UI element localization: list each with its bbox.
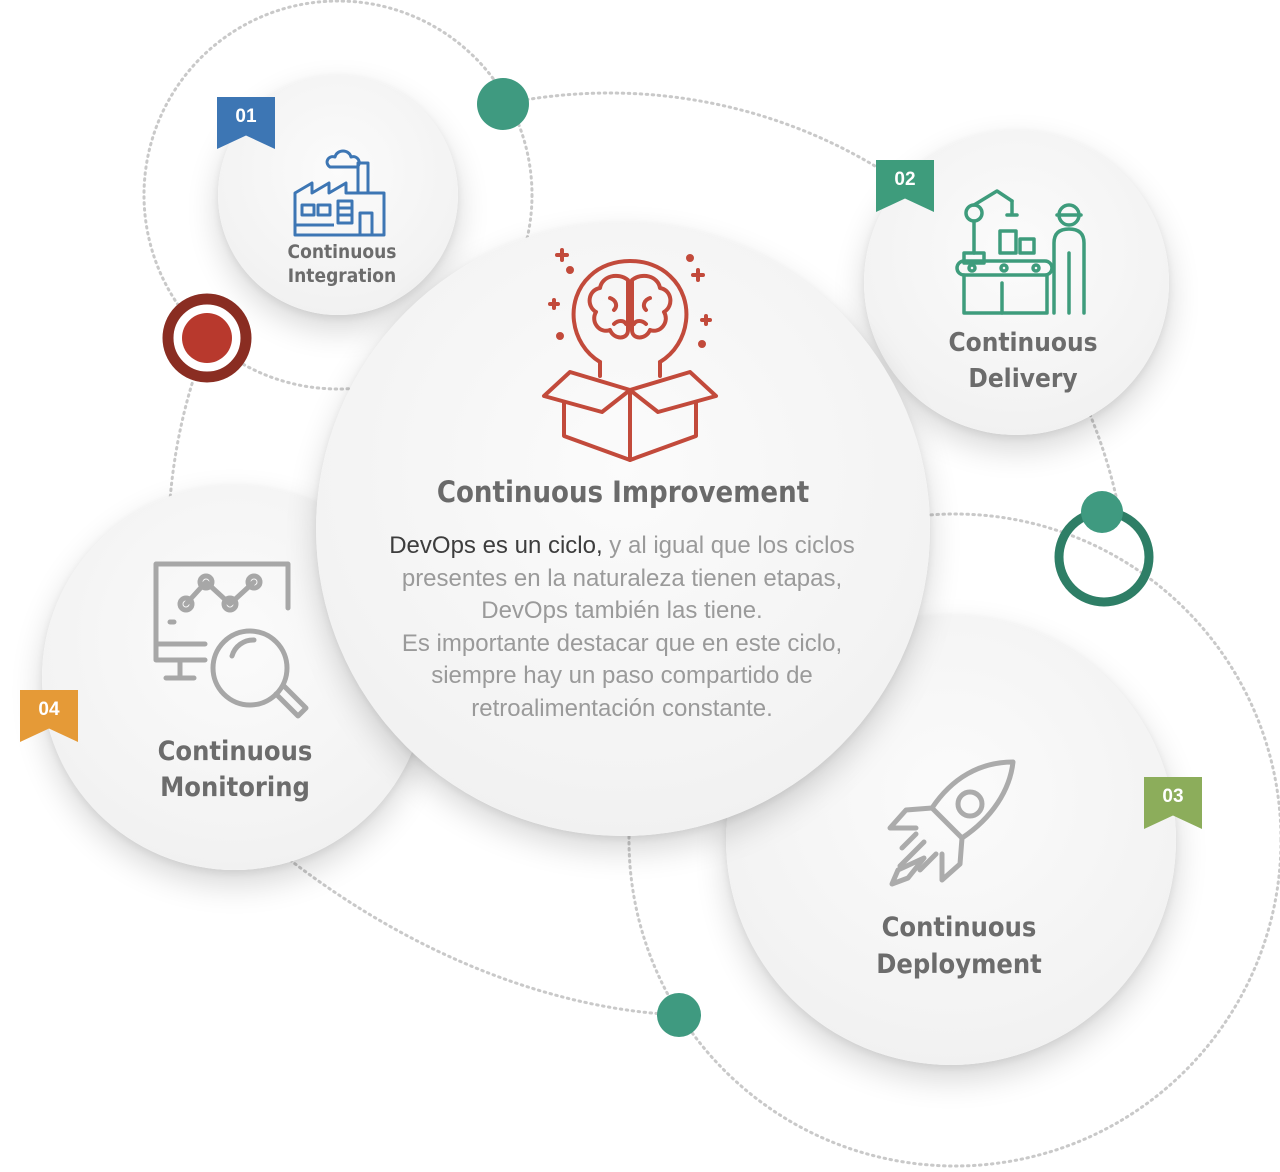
center-body-text: y al igual que los ciclos presentes en l… xyxy=(401,532,855,624)
red-dot xyxy=(182,313,232,363)
improvement-circle xyxy=(316,222,930,836)
rocket-icon xyxy=(887,759,1016,887)
center-title: Continuous Improvement xyxy=(436,475,810,509)
center-description: DevOps es un ciclo, y al igual que los c… xyxy=(380,530,864,725)
teal-dot-bottom xyxy=(657,993,701,1037)
teal-dot-top xyxy=(477,78,529,130)
factory-icon xyxy=(293,149,386,237)
stage-label-deployment: Continuous Deployment xyxy=(876,912,1042,980)
teal-ring-dot xyxy=(1081,491,1123,533)
orbit-integration xyxy=(142,0,534,391)
center-body-text-2: Es importante destacar que en este ciclo… xyxy=(401,629,843,722)
brain-bulb-box-icon xyxy=(542,248,718,462)
stage-label-monitoring: Continuous Monitoring xyxy=(157,736,313,804)
assembly-line-worker-icon xyxy=(955,189,1086,315)
stage-label-integration: Continuous Integration xyxy=(287,241,397,288)
center-lead-text: DevOps es un ciclo, xyxy=(389,532,603,559)
monitor-magnifier-icon xyxy=(153,561,309,719)
orbit-left xyxy=(168,336,210,502)
orbit-lower-left xyxy=(288,858,682,1017)
orbit-deployment xyxy=(627,512,1280,1168)
stage-label-delivery: Continuous Delivery xyxy=(948,328,1098,394)
